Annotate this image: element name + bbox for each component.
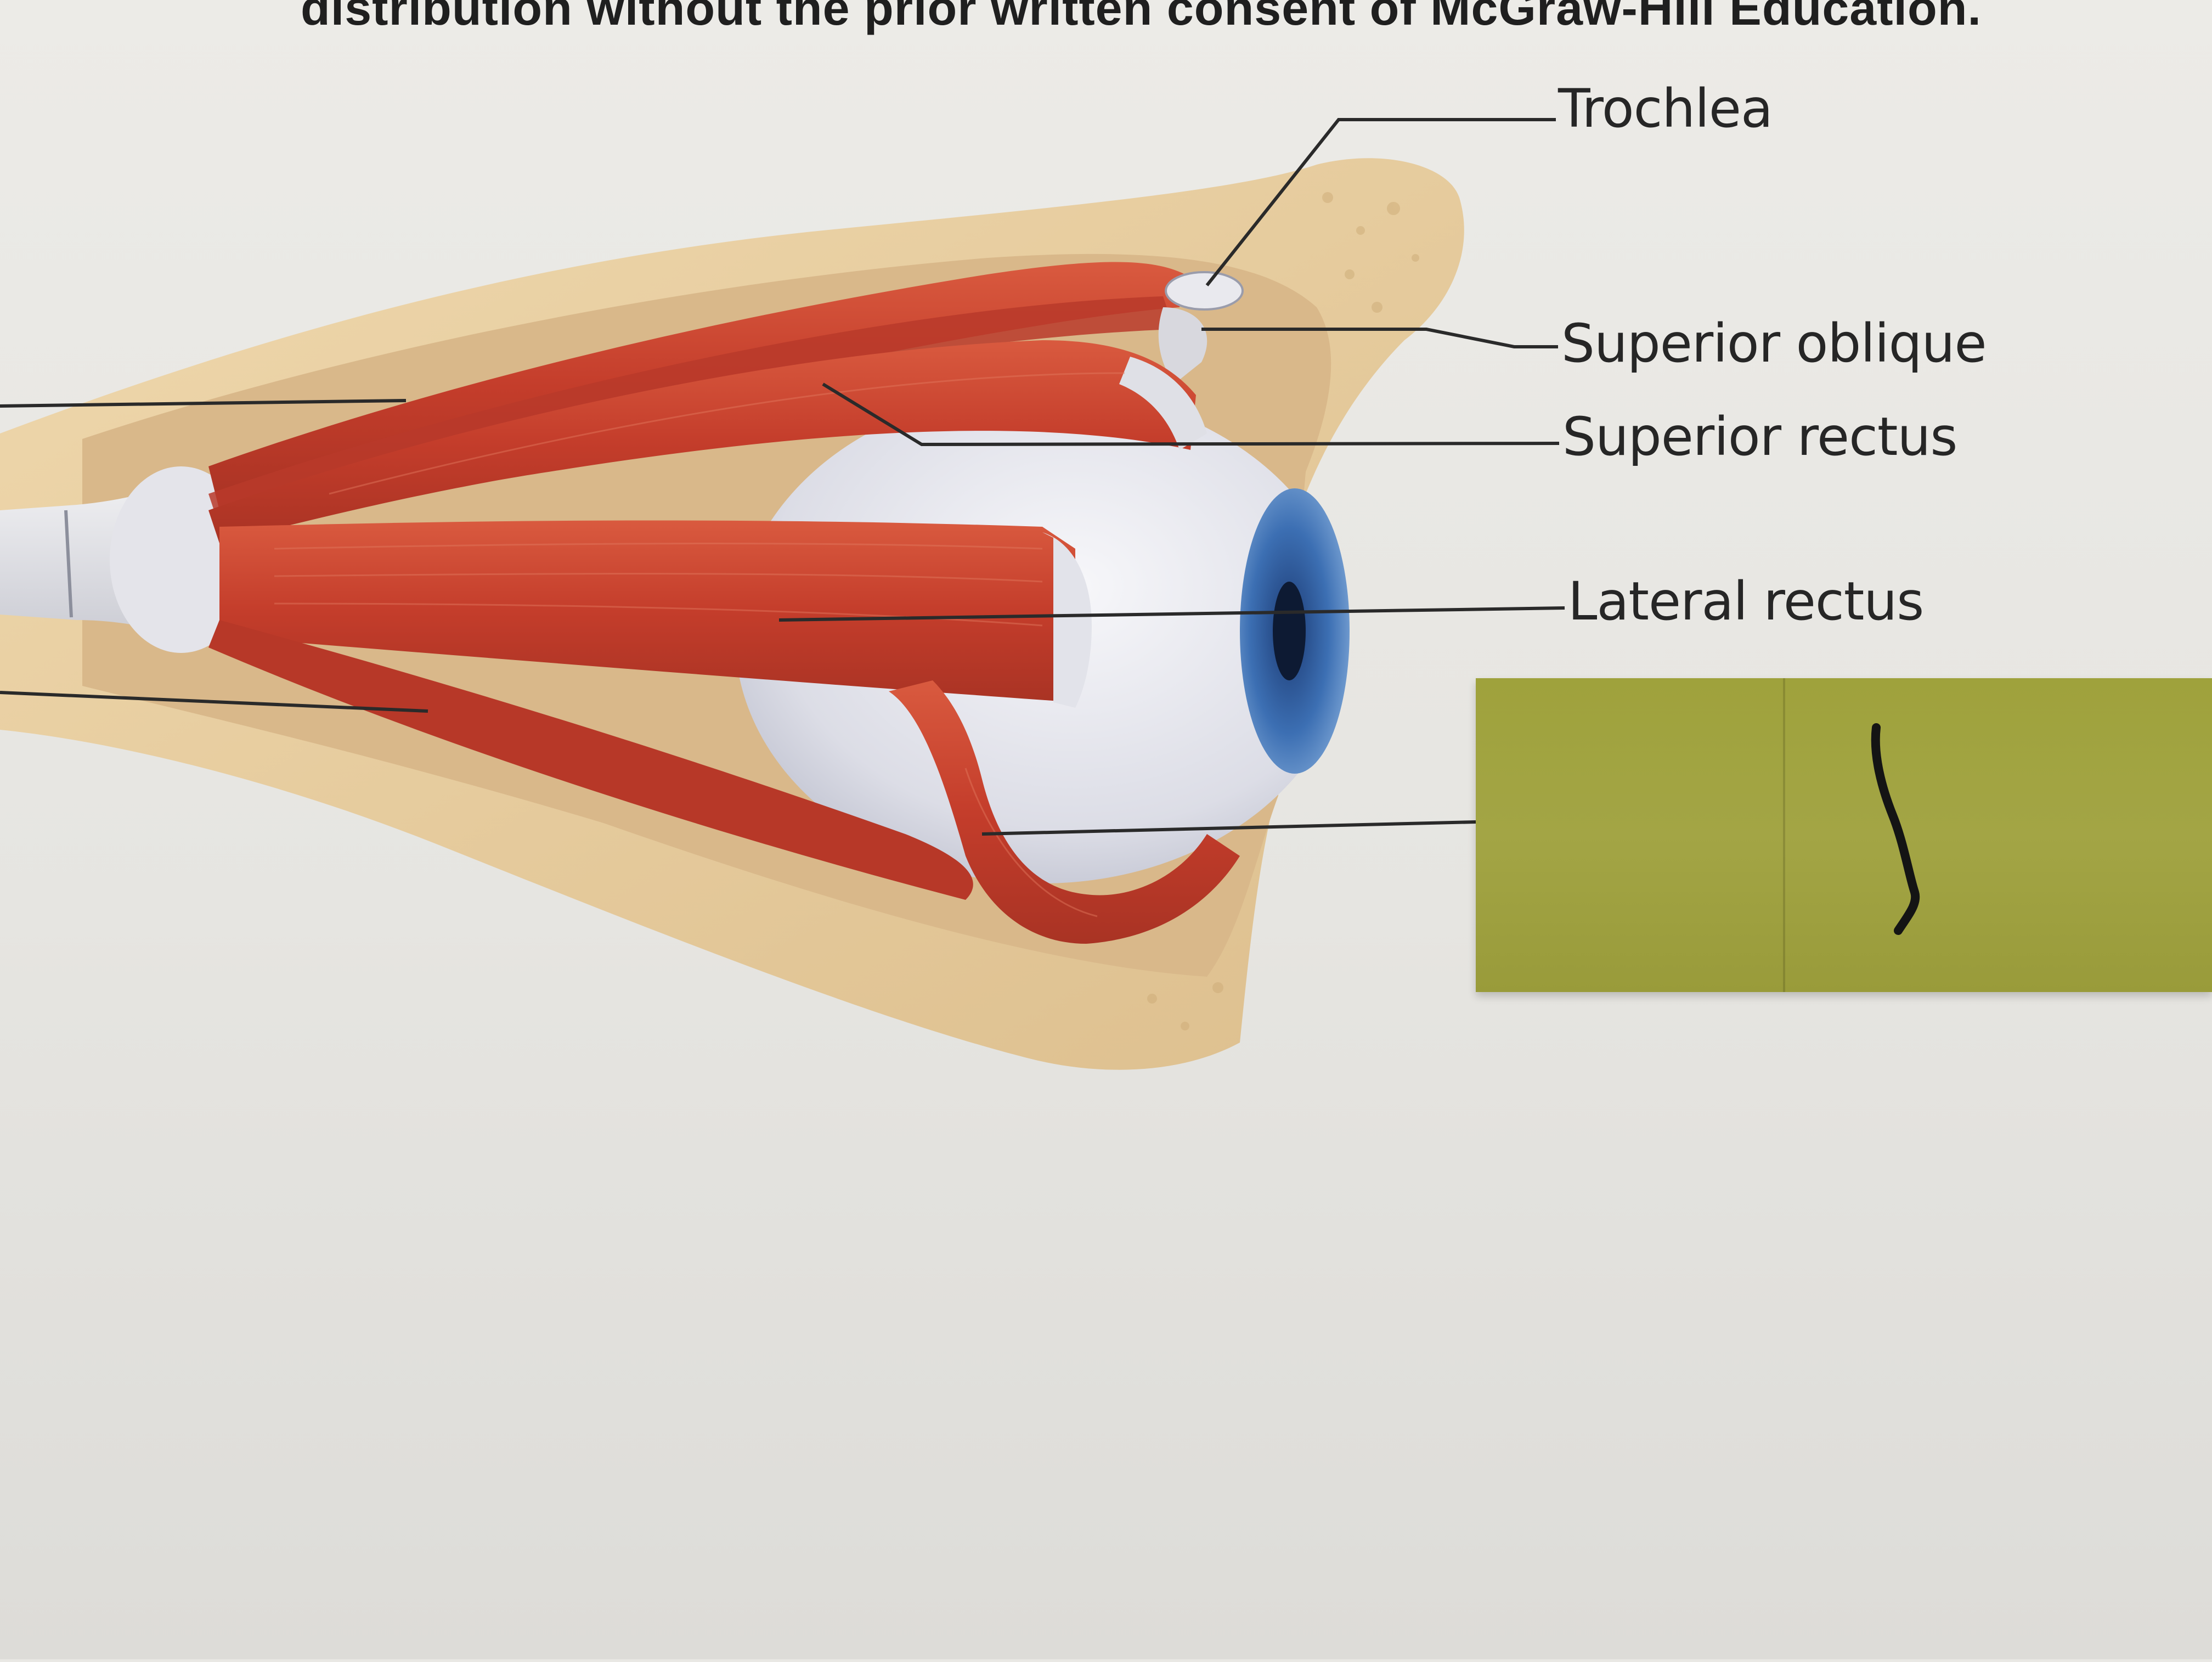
tape-seam — [1783, 678, 1785, 992]
inferior-rectus-muscle — [208, 620, 973, 900]
bone-texture — [1147, 192, 1419, 1030]
leader-line-lateral-rectus — [778, 606, 1565, 622]
leader-line-superior-rectus — [822, 382, 1560, 447]
lateral-rectus-muscle — [219, 520, 1075, 702]
label-superior-rectus: Superior rectus — [1562, 406, 1957, 467]
lateral-rectus-tendon — [1042, 532, 1092, 708]
leader-line-trochlea — [1205, 118, 1556, 286]
trochlea-pulley — [1165, 271, 1244, 311]
copyright-notice: distribution without the prior written c… — [301, 0, 1982, 35]
superior-rectus-tendon — [1119, 357, 1207, 450]
leader-line-inferior-oblique — [981, 820, 1476, 836]
superior-oblique-muscle — [208, 296, 1174, 527]
handwritten-tick-mark — [1871, 723, 1920, 935]
superior-oblique-tendon — [1158, 307, 1207, 384]
pupil — [1273, 582, 1306, 680]
pen-mark — [1871, 723, 1920, 935]
label-superior-oblique: Superior oblique — [1561, 313, 1987, 374]
superior-rectus-muscle — [208, 340, 1196, 543]
optic-nerve-sheath-line — [64, 510, 73, 618]
inferior-oblique-muscle — [889, 680, 1240, 944]
label-lateral-rectus: Lateral rectus — [1568, 571, 1924, 632]
leader-lines — [0, 118, 1565, 836]
leader-line-inferior-rectus — [0, 691, 428, 713]
leader-line-superior-oblique — [1201, 328, 1558, 348]
label-trochlea: Trochlea — [1558, 78, 1773, 139]
tape-covering-label — [1476, 678, 2212, 992]
leader-line-levator — [0, 399, 407, 408]
